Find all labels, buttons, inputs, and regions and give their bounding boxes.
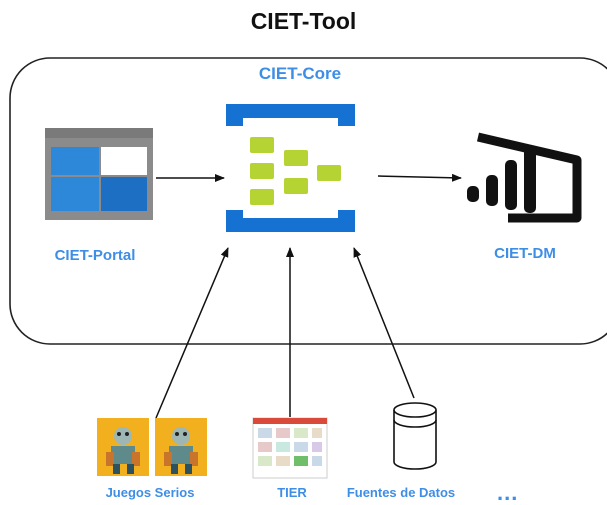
portal-label: CIET-Portal <box>54 247 136 264</box>
core-label: CIET-Core <box>258 64 342 83</box>
arrow-core-to-dm <box>377 173 462 182</box>
ciet-tool-container <box>9 57 607 345</box>
tier-document-icon <box>252 417 328 479</box>
diagram-title: CIET-Tool <box>250 8 357 34</box>
tier-label: TIER <box>277 485 307 500</box>
serious-game-icon <box>155 418 207 476</box>
core-icon <box>226 104 355 232</box>
serious-game-icon <box>97 418 149 476</box>
more-sources-ellipsis: ... <box>497 480 519 505</box>
portal-icon <box>45 128 153 220</box>
fuentes-de-datos-label: Fuentes de Datos <box>346 485 456 500</box>
juegos-serios-label: Juegos Serios <box>105 485 195 500</box>
dm-label: CIET-DM <box>494 245 556 262</box>
database-icon <box>393 402 437 470</box>
dm-chart-icon <box>467 132 582 223</box>
arrow-juegos-to-core <box>155 247 229 419</box>
arrow-fuentes-to-core <box>353 247 415 399</box>
